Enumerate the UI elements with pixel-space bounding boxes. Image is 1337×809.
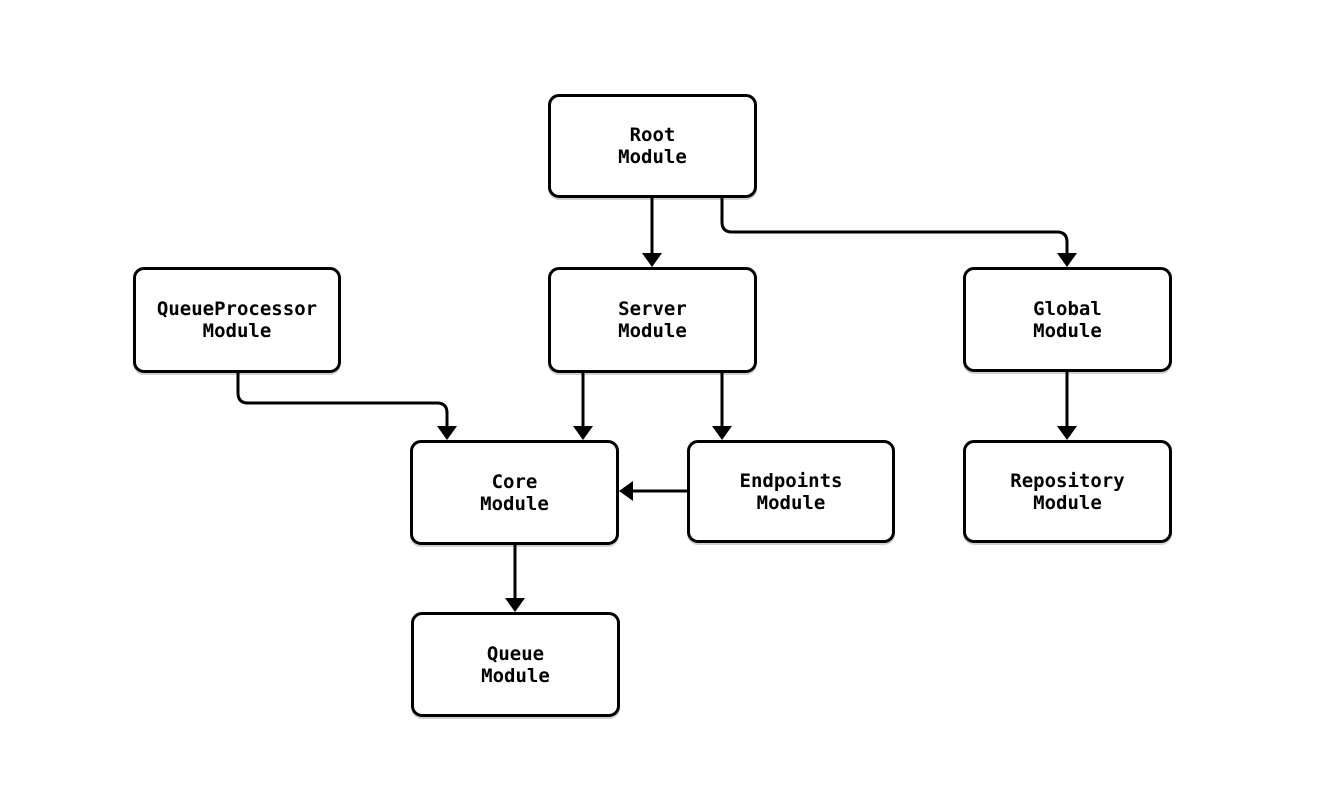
arrowhead-down: [505, 598, 525, 612]
node-label-line2: Module: [618, 146, 687, 168]
edge-server-to-endpoints: [712, 373, 732, 440]
arrowhead-left: [619, 481, 633, 501]
edge-root-to-global: [720, 198, 1077, 267]
node-label-line1: Repository: [1010, 469, 1125, 492]
arrowhead-down: [712, 426, 732, 440]
node-label-line2: Module: [481, 664, 550, 687]
edge-global-to-repository: [1057, 372, 1077, 440]
edge-server-to-core: [573, 373, 593, 440]
node-server-module: Server Module: [548, 267, 757, 373]
node-queue-module: Queue Module: [411, 612, 620, 717]
arrowhead-down: [1057, 426, 1077, 440]
node-label-line1: Queue: [486, 642, 545, 665]
node-label-line1: Global: [1033, 297, 1102, 320]
node-root-module: Root Module: [548, 94, 757, 198]
node-label-line1: Endpoints: [739, 469, 843, 492]
arrowhead-down: [437, 426, 457, 440]
edge-endpoints-to-core: [619, 481, 687, 501]
arrowhead-down: [1057, 253, 1077, 267]
node-endpoints-module: Endpoints Module: [687, 440, 895, 543]
node-label-line2: Module: [480, 492, 549, 515]
edge-queueprocessor-to-core: [236, 373, 457, 440]
arrowhead-down: [573, 426, 593, 440]
node-label-line1: Root: [629, 124, 676, 146]
arrowhead-down: [642, 253, 662, 267]
node-global-module: Global Module: [963, 267, 1172, 372]
node-label-line2: Module: [618, 320, 687, 342]
node-label-line1: Server: [618, 298, 687, 320]
node-core-module: Core Module: [410, 440, 619, 545]
node-label-line2: Module: [202, 320, 272, 342]
node-repository-module: Repository Module: [963, 440, 1172, 543]
edge-core-to-queue: [505, 545, 525, 612]
node-label-line2: Module: [1033, 319, 1102, 342]
node-label-line2: Module: [1033, 491, 1102, 514]
node-queueprocessor-module: QueueProcessor Module: [133, 267, 341, 373]
node-label-line1: Core: [491, 470, 538, 493]
node-label-line1: QueueProcessor: [156, 298, 318, 320]
edge-root-to-server: [642, 198, 662, 267]
node-label-line2: Module: [756, 491, 826, 514]
